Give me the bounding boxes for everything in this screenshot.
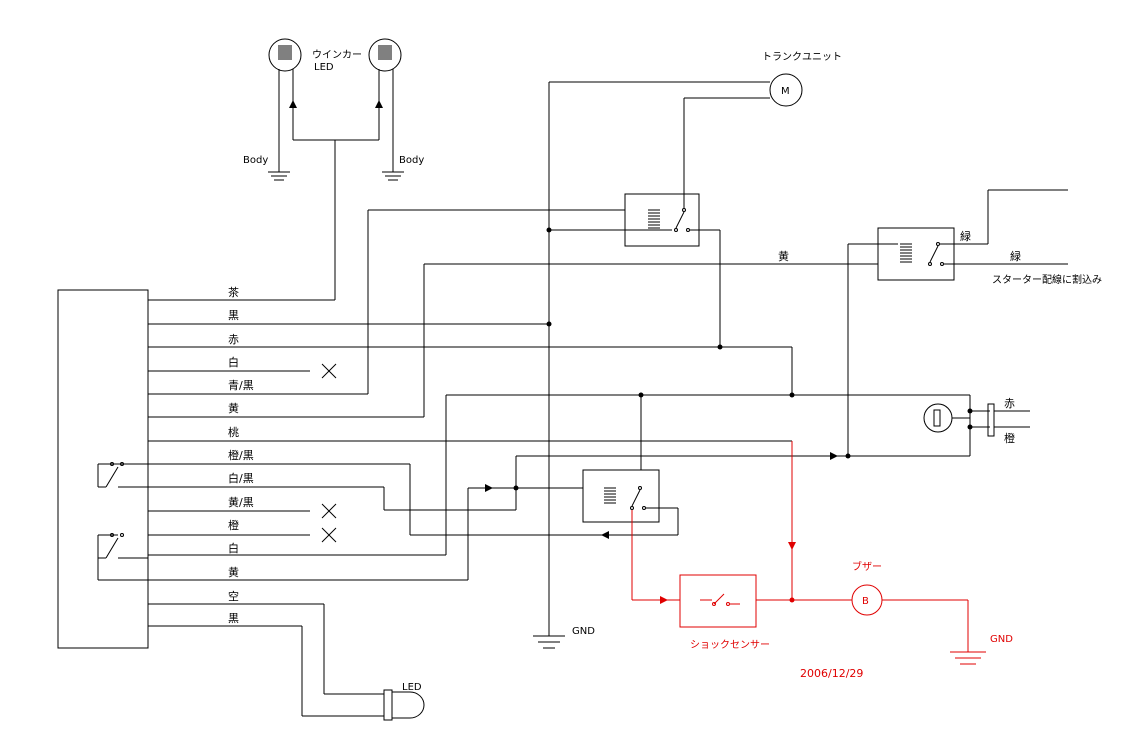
wire-label-yellow-black: 黄/黒 [228, 495, 254, 509]
left-switches [97, 462, 148, 580]
winker-led-label-2: LED [314, 62, 334, 73]
shock-sensor-label: ショックセンサー [690, 639, 770, 651]
unused-markers [321, 363, 337, 543]
wire-label-red: 赤 [228, 333, 239, 346]
wire-label-black-2: 黒 [228, 612, 239, 625]
green-label-relay: 緑 [960, 229, 971, 243]
red-label-right: 赤 [1004, 397, 1015, 410]
trunk-unit-label: トランクユニット [762, 51, 842, 63]
winker-led-right [368, 38, 402, 72]
wire-labels: 茶 黒 赤 白 青/黒 黄 桃 橙/黒 白/黒 黄/黒 橙 白 黄 空 黒 [228, 286, 254, 625]
wire-label-brown: 茶 [228, 286, 239, 299]
body-label-right: Body [399, 155, 424, 166]
winker-led-left [268, 38, 302, 72]
gnd-center-label: GND [572, 626, 595, 637]
motor-label: M [781, 86, 790, 97]
wire-label-white-2: 白 [228, 541, 239, 555]
relay-alarm [582, 469, 660, 523]
wire-label-orange-black: 橙/黒 [228, 448, 254, 462]
body-ground-left [268, 171, 290, 181]
orange-label-right: 橙 [1004, 431, 1015, 445]
bottom-led [383, 689, 425, 721]
wire-label-pink: 桃 [228, 425, 239, 439]
body-label-left: Body [243, 155, 268, 166]
relay-starter [877, 227, 955, 281]
relay-trunk [624, 193, 700, 247]
wire-label-orange: 橙 [228, 518, 239, 532]
bottom-led-label: LED [402, 682, 422, 693]
wire-label-white: 白 [228, 355, 239, 369]
starter-label: スターター配線に割込み [992, 273, 1102, 286]
alarm-circuit [631, 441, 986, 665]
wire-label-yellow: 黄 [228, 401, 239, 415]
gnd-bus [533, 81, 770, 649]
harness-wires [98, 209, 970, 717]
buzzer-label: ブザー [852, 560, 882, 573]
body-ground-right [382, 171, 404, 181]
trunk-motor [769, 73, 803, 107]
gnd-right-label: GND [990, 634, 1013, 645]
date-label: 2006/12/29 [800, 667, 863, 680]
winker-led-label: ウインカー [312, 49, 362, 61]
wire-label-white-black: 白/黒 [228, 471, 254, 485]
wire-label-black: 黒 [228, 309, 239, 322]
junctions [513, 227, 973, 491]
buzzer-letter: B [862, 596, 869, 607]
wire-label-empty: 空 [228, 589, 239, 603]
green-label-out: 緑 [1010, 249, 1021, 263]
winker-wires [148, 69, 394, 301]
indicator-lamp [923, 403, 953, 433]
yellow-label-top: 黄 [778, 249, 789, 263]
wire-label-blue-black: 青/黒 [228, 379, 254, 392]
shock-sensor-box [679, 574, 757, 628]
buzzer [851, 584, 883, 616]
wire-label-yellow-2: 黄 [228, 565, 239, 579]
main-connector-box [57, 289, 149, 649]
